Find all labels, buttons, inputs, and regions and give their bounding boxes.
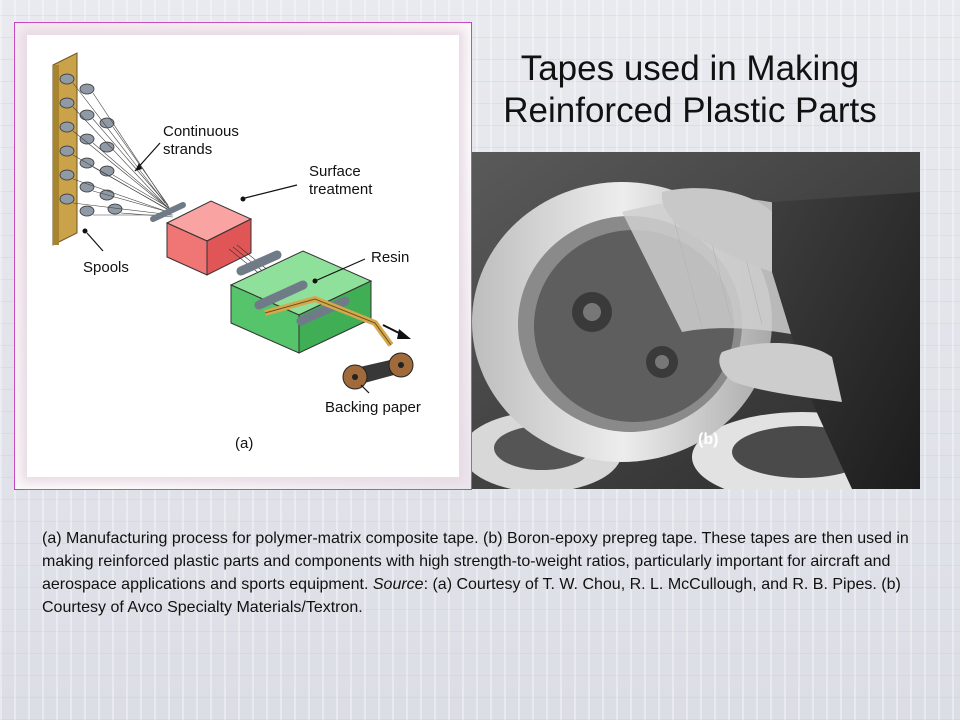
- caption-text-1: (a) Manufacturing process for polymer-ma…: [42, 530, 909, 593]
- figure-a-panel: Continuous strands Surface treatment Res…: [14, 22, 472, 490]
- label-panel-b: (b): [698, 431, 719, 448]
- figure-b-photo: [472, 152, 920, 489]
- title-line-1: Tapes used in Making: [520, 49, 860, 88]
- label-surface-treatment: Surface treatment: [309, 163, 373, 198]
- surface-treatment-box: [165, 200, 253, 276]
- tape-roll-photo: [472, 152, 920, 489]
- rollers: [236, 250, 350, 326]
- slide-title: Tapes used in Making Reinforced Plastic …: [480, 48, 900, 132]
- caption-source-word: Source: [372, 576, 424, 593]
- title-line-2: Reinforced Plastic Parts: [503, 91, 877, 130]
- figure-caption: (a) Manufacturing process for polymer-ma…: [42, 527, 922, 619]
- continuous-strands: [72, 82, 174, 218]
- spool-board-edge: [53, 65, 59, 245]
- prepreg-tape-edge: [264, 298, 392, 346]
- upper-hand: [661, 188, 772, 272]
- label-panel-a: (a): [235, 435, 254, 452]
- label-spools: Spools: [83, 259, 129, 276]
- lower-hand: [719, 342, 842, 402]
- caption-text-2: : (a) Courtesy of T. W. Chou, R. L. McCu…: [42, 576, 901, 616]
- label-continuous-strands: Continuous strands: [163, 123, 239, 158]
- spools: [59, 73, 123, 217]
- output-arrow-head: [397, 329, 411, 339]
- strands-to-resin: [228, 244, 270, 276]
- backing-paper-reels: [342, 352, 414, 390]
- tape-process-diagram: [52, 52, 414, 394]
- label-backing-paper: Backing paper: [325, 399, 421, 416]
- operator-sleeve: [772, 192, 920, 489]
- label-resin: Resin: [371, 249, 410, 266]
- guide-roller: [150, 202, 186, 222]
